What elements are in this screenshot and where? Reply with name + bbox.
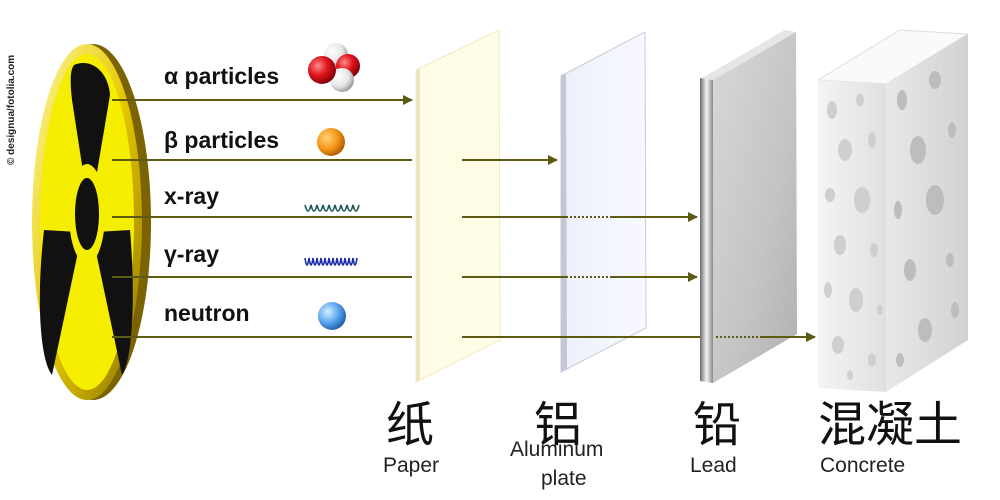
gamma-label: γ-ray [164, 241, 219, 267]
beta-label: β particles [164, 127, 280, 153]
lead-block [700, 30, 797, 383]
alpha-particle-icon [308, 43, 360, 92]
lead-label-en: Lead [690, 454, 737, 477]
concrete-block [816, 29, 970, 392]
radiation-symbol-icon [32, 44, 151, 400]
neutron-particle-icon [318, 302, 346, 330]
neutron-label: neutron [164, 300, 250, 326]
paper-sheet [415, 29, 501, 383]
credit-text: © designua/fotolia.com [6, 54, 17, 165]
lead-label-cn: 铅 [693, 397, 742, 453]
concrete-label-cn: 混凝土 [818, 397, 963, 453]
ray-lines [112, 95, 816, 342]
aluminum-plate [560, 31, 647, 373]
paper-label-en: Paper [383, 454, 440, 477]
alpha-label: α particles [164, 63, 280, 89]
aluminum-label-en-line2: plate [541, 467, 587, 490]
aluminum-label-cn: 铝 [534, 397, 583, 453]
xray-label: x-ray [164, 183, 219, 209]
concrete-label-en: Concrete [820, 454, 906, 477]
beta-particle-icon [317, 128, 345, 156]
aluminum-label-en-line1: Aluminum [510, 438, 604, 461]
gamma-wave-icon [304, 257, 358, 266]
paper-label-cn: 纸 [386, 397, 435, 453]
xray-wave-icon [304, 204, 360, 212]
